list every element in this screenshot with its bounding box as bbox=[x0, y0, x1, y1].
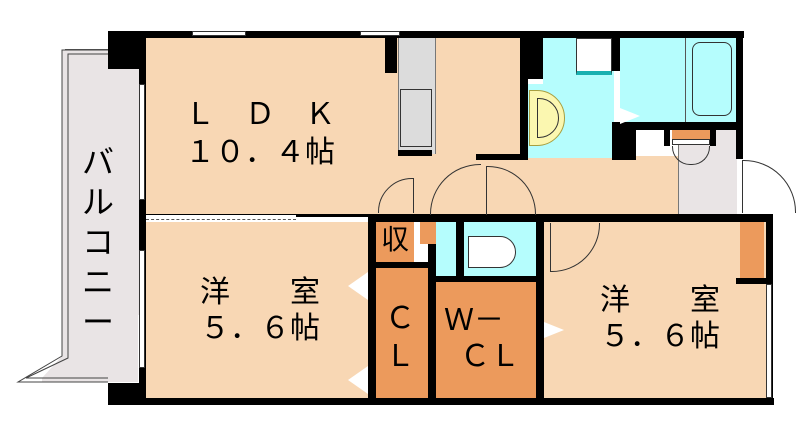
wall-cl-left bbox=[368, 214, 376, 400]
window-bedroom-left-balcony[interactable] bbox=[139, 250, 145, 368]
wall-wash-bottom bbox=[476, 154, 528, 160]
ldk-label-1: Ｌ Ｄ Ｋ bbox=[185, 97, 335, 132]
wall-cl-wcl bbox=[428, 244, 436, 400]
wall-kitchen-left bbox=[385, 31, 397, 73]
bedroom-left-label-1: 洋 室 bbox=[200, 275, 320, 310]
closet-label-1: Ｃ bbox=[385, 301, 415, 336]
bath-divider bbox=[685, 38, 686, 124]
shoe-box-front bbox=[672, 139, 710, 145]
bedroom-left-label-2: ５．６帖 bbox=[200, 311, 320, 346]
bathtub bbox=[692, 42, 732, 116]
wall-bedright-closet bbox=[736, 278, 773, 284]
washing-machine bbox=[576, 38, 612, 75]
balcony-label: バ ル コ ニ ー bbox=[81, 143, 114, 341]
closet-label-2: Ｌ bbox=[385, 339, 415, 374]
wall-bath-bottom bbox=[612, 122, 743, 130]
ldk-room bbox=[146, 38, 382, 214]
wall-toilet-left bbox=[456, 214, 464, 276]
wall-mid-horizontal bbox=[368, 214, 773, 222]
wall-wash-left bbox=[520, 31, 543, 79]
wall-right-upper bbox=[736, 31, 743, 159]
window-ldk-top-2[interactable] bbox=[360, 31, 400, 36]
bath-door-marker bbox=[620, 108, 640, 124]
wall-wcl-right bbox=[536, 214, 544, 400]
closet bbox=[376, 268, 428, 398]
closet-door-marker-2 bbox=[348, 366, 368, 394]
wall-toilet-bottom bbox=[436, 276, 544, 282]
wall-wash-left2 bbox=[520, 76, 528, 160]
wall-wash-hall bbox=[612, 122, 636, 160]
balcony-outline bbox=[16, 49, 138, 383]
wall-kitchen-bottom bbox=[398, 150, 432, 156]
walk-in-closet-label-1: Ｗ－ bbox=[444, 303, 504, 338]
wall-storage-bottom bbox=[368, 262, 436, 268]
window-ldk-balcony[interactable] bbox=[139, 84, 145, 200]
kitchen-sink bbox=[400, 89, 432, 147]
storage-label: 収 bbox=[380, 223, 409, 256]
window-ldk-top-1[interactable] bbox=[192, 31, 246, 36]
sliding-door-ldk-bedroom[interactable] bbox=[146, 214, 296, 220]
walk-in-closet bbox=[436, 282, 536, 398]
wall-ldk-bed bbox=[296, 214, 376, 217]
closet-door-marker-1 bbox=[348, 272, 368, 300]
wall-wash-bath bbox=[612, 31, 620, 71]
wcl-door-marker bbox=[544, 322, 564, 338]
toilet bbox=[468, 236, 516, 268]
bedroom-left bbox=[146, 222, 368, 400]
window-bedroom-right[interactable] bbox=[766, 284, 772, 398]
bath-door bbox=[614, 70, 620, 124]
wall-bottom bbox=[108, 398, 774, 405]
wall-shoe-box bbox=[664, 128, 716, 146]
shoe-box bbox=[672, 130, 710, 139]
wall-left bbox=[139, 31, 146, 401]
ldk-label-2: １０．４帖 bbox=[185, 135, 335, 170]
bedroom-right-closet bbox=[740, 222, 764, 278]
storage-small bbox=[376, 222, 414, 262]
wall-top bbox=[108, 31, 744, 38]
bedroom-right-label-1: 洋 室 bbox=[600, 283, 720, 318]
bedroom-right-label-2: ５．６帖 bbox=[600, 319, 720, 354]
walk-in-closet-label-2: ＣＬ bbox=[460, 339, 520, 374]
